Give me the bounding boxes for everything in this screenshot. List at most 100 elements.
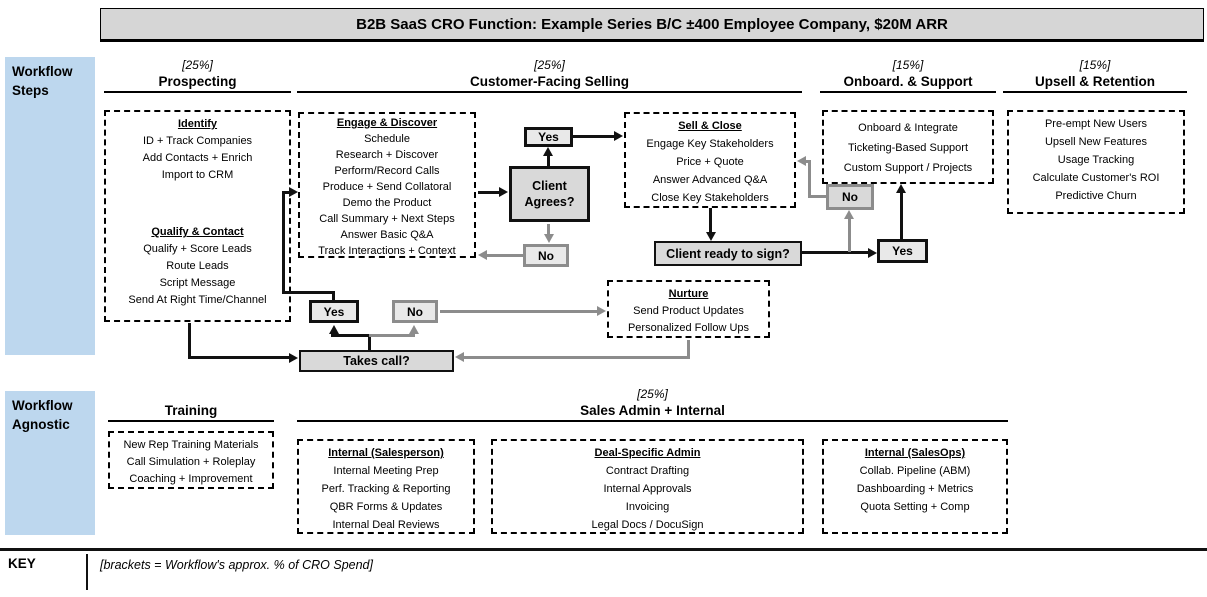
internal-salesperson-header: Internal (Salesperson): [328, 447, 444, 459]
identify-header: Identify: [177, 118, 218, 130]
sell-close-box: Sell & Close Engage Key Stakeholders Pri…: [624, 112, 796, 208]
list-item: Perform/Record Calls: [334, 165, 440, 177]
yes-label-bottom: Yes: [309, 300, 359, 323]
connector-noright-left: [809, 195, 826, 198]
list-item: Answer Advanced Q&A: [652, 174, 768, 186]
list-item: Call Simulation + Roleplay: [126, 456, 256, 468]
column-header-onboard: [15%] Onboard. & Support: [820, 58, 996, 93]
list-item: Script Message: [159, 277, 236, 289]
training-box: New Rep Training Materials Call Simulati…: [108, 431, 274, 489]
list-item: Coaching + Improvement: [129, 473, 253, 485]
list-item: Dashboarding + Metrics: [856, 483, 974, 495]
onboard-pct: [15%]: [892, 58, 924, 72]
internal-salesops-header: Internal (SalesOps): [864, 447, 966, 459]
list-item: ID + Track Companies: [142, 135, 253, 147]
arrowhead-sell-to-ready: [706, 232, 716, 241]
key-divider-rule: [0, 548, 1207, 551]
list-item: Price + Quote: [676, 156, 744, 168]
list-item: Demo the Product: [342, 197, 432, 209]
selling-pct: [25%]: [534, 58, 565, 72]
internal-salesperson-box: Internal (Salesperson) Internal Meeting …: [297, 439, 475, 534]
list-item: Predictive Churn: [1055, 190, 1137, 202]
list-item: Schedule: [364, 133, 410, 145]
list-item: Contract Drafting: [605, 465, 690, 477]
arrowhead-nurture-to-takescall: [455, 352, 464, 362]
connector-yes-to-sell: [573, 135, 616, 138]
list-item: Call Summary + Next Steps: [319, 213, 455, 225]
column-header-prospecting: [25%] Prospecting: [104, 58, 291, 93]
qualify-contact-header: Qualify & Contact: [151, 226, 244, 238]
deal-specific-admin-header: Deal-Specific Admin: [594, 447, 701, 459]
connector-engage-to-agrees: [478, 191, 500, 194]
key-note: [brackets = Workflow's approx. % of CRO …: [100, 558, 373, 572]
connector-sell-to-ready: [709, 208, 712, 234]
arrowhead-agrees-to-yes: [543, 147, 553, 156]
connector-noright-up: [808, 160, 811, 198]
list-item: Route Leads: [166, 260, 229, 272]
onboard-support-box: Onboard & Integrate Ticketing-Based Supp…: [822, 110, 994, 184]
arrowhead-yes-to-onboard: [896, 184, 906, 193]
list-item: Research + Discover: [335, 149, 439, 161]
list-item: Pre-empt New Users: [1044, 118, 1148, 130]
list-item: Usage Tracking: [1057, 154, 1135, 166]
nurture-header: Nurture: [668, 288, 709, 300]
list-item: Personalized Follow Ups: [627, 322, 750, 334]
list-item: Internal Approvals: [603, 483, 692, 495]
prospecting-box: Identify ID + Track Companies Add Contac…: [104, 110, 291, 322]
client-ready-decision: Client ready to sign?: [654, 241, 802, 266]
connector-nurture-to-takescall: [463, 356, 690, 359]
no-label-bottom: No: [392, 300, 438, 323]
list-item: Invoicing: [625, 501, 670, 513]
takes-call-decision: Takes call?: [299, 350, 454, 372]
engage-discover-box: Engage & Discover Schedule Research + Di…: [298, 112, 476, 258]
connector-takescall-up: [368, 334, 371, 350]
arrowhead-takescall-to-no: [409, 325, 419, 334]
list-item: Qualify + Score Leads: [143, 243, 252, 255]
connector-prospecting-to-takescall: [188, 356, 291, 359]
list-item: Produce + Send Collatoral: [322, 181, 452, 193]
salesadmin-title: Sales Admin + Internal: [580, 403, 725, 418]
upsell-title: Upsell & Retention: [1034, 74, 1155, 89]
arrowhead-takescall-to-yes: [329, 325, 339, 334]
onboard-title: Onboard. & Support: [843, 74, 973, 89]
column-header-training: Training: [108, 389, 274, 422]
list-item: Collab. Pipeline (ABM): [859, 465, 971, 477]
prospecting-pct: [25%]: [182, 58, 213, 72]
prospecting-title: Prospecting: [158, 74, 237, 89]
upsell-retention-box: Pre-empt New Users Upsell New Features U…: [1007, 110, 1185, 214]
connector-ready-to-no: [848, 218, 851, 252]
list-item: Calculate Customer's ROI: [1032, 172, 1160, 184]
training-title: Training: [164, 403, 218, 418]
connector-nurture-down: [687, 340, 690, 359]
list-item: Engage Key Stakeholders: [646, 138, 774, 150]
list-item: Quota Setting + Comp: [860, 501, 970, 513]
client-agrees-decision: Client Agrees?: [509, 166, 590, 222]
selling-title: Customer-Facing Selling: [469, 74, 630, 89]
connector-takescall-to-no: [369, 334, 415, 337]
list-item: Internal Meeting Prep: [333, 465, 439, 477]
arrowhead-yes-to-sell: [614, 131, 623, 141]
list-item: New Rep Training Materials: [123, 439, 259, 451]
sell-close-header: Sell & Close: [678, 120, 742, 132]
salesadmin-pct: [25%]: [637, 387, 668, 401]
list-item: Perf. Tracking & Reporting: [321, 483, 451, 495]
nurture-box: Nurture Send Product Updates Personalize…: [607, 280, 770, 338]
list-item: Upsell New Features: [1044, 136, 1148, 148]
list-item: QBR Forms & Updates: [329, 501, 443, 513]
arrowhead-no-to-engage: [478, 250, 487, 260]
internal-salesops-box: Internal (SalesOps) Collab. Pipeline (AB…: [822, 439, 1008, 534]
list-item: Track Interactions + Context: [318, 245, 456, 257]
arrowhead-ready-to-no: [844, 210, 854, 219]
column-header-upsell: [15%] Upsell & Retention: [1003, 59, 1187, 93]
no-label-right: No: [826, 184, 874, 210]
list-item: Legal Docs / DocuSign: [591, 519, 704, 531]
list-item: Onboard & Integrate: [858, 122, 958, 134]
page-title: B2B SaaS CRO Function: Example Series B/…: [100, 8, 1204, 42]
yes-label-top: Yes: [524, 127, 573, 147]
connector-takescall-to-yes: [331, 334, 371, 337]
list-item: Close Key Stakeholders: [651, 192, 769, 204]
list-item: Internal Deal Reviews: [332, 519, 440, 531]
sidebar-workflow-agnostic: Workflow Agnostic: [5, 391, 95, 535]
list-item: Custom Support / Projects: [843, 162, 973, 174]
